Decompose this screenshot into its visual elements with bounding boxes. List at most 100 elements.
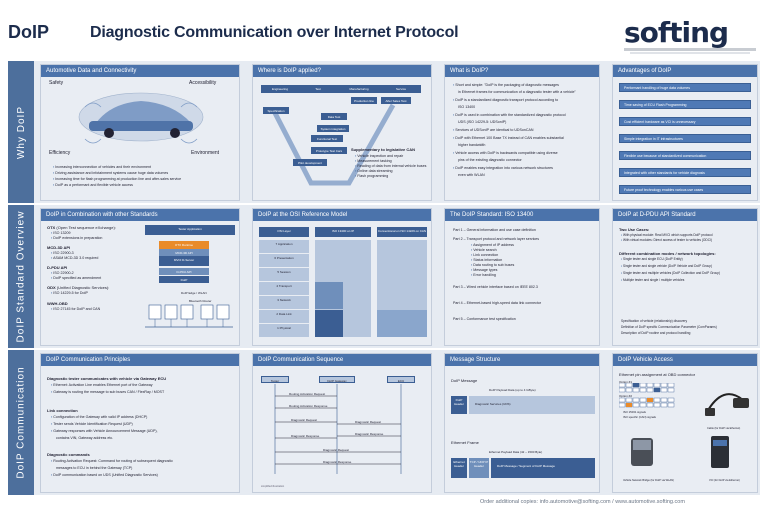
panel-title: DoIP in Combination with other Standards <box>41 209 239 221</box>
actor-tester: Tester <box>261 376 289 383</box>
osi-header-layer: OSI Layer <box>259 227 309 237</box>
msg-diagnostic-response-2: Diagnostic Response <box>291 434 320 438</box>
car-illustration <box>78 92 204 144</box>
label-accessibility: Accessibility <box>189 80 217 86</box>
principle-3-item-2: messages to ECU in behind the Gateway (T… <box>56 466 133 470</box>
principle-3-item-1: Routing Activation Request: Command for … <box>51 459 173 464</box>
footer-order-info: Order additional copies: info.automotive… <box>480 499 685 505</box>
device-bridge-caption: Vehicle Network Bridge (for DoIP via WLA… <box>623 479 674 482</box>
iso-part-1: Part 1 – General information and use cas… <box>453 228 536 232</box>
what-line-11: pins of the existing diagnostic connecto… <box>458 158 522 162</box>
panel-automotive-data: Automotive Data and Connectivity Safety … <box>40 64 240 201</box>
advantage-7: Future proof technology enables various … <box>619 185 751 194</box>
topology-1: Single tester and single ECU (DoIP Entit… <box>621 257 683 262</box>
what-line-8: DoIP with Ethernet 100 Base TX instead o… <box>453 136 564 141</box>
part2-item-7: Error handling <box>471 273 496 278</box>
msg-routing-activation-request: Routing Activation Request <box>289 392 326 396</box>
principle-heading-1: Diagnostic tester communicates with vehi… <box>47 376 167 381</box>
what-line-13: even with WLAN <box>458 173 485 177</box>
group-mcd3d: MCD-3D API <box>47 245 71 250</box>
what-line-9: higher bandwidth <box>458 143 486 147</box>
principle-heading-2: Link connection <box>47 408 78 413</box>
panel-communication-sequence: DoIP Communication Sequence Tester DoIP … <box>252 353 432 493</box>
obd-cable-image <box>705 393 749 416</box>
panel-title: Message Structure <box>445 354 599 366</box>
panel-where-applied: Where is DoIP applied? Engineering Test … <box>252 64 432 201</box>
panel-advantages: Advantages of DoIP Performant handling o… <box>612 64 758 201</box>
panel-communication-principles: DoIP Communication Principles Diagnostic… <box>40 353 240 493</box>
section-why: Why DoIP <box>8 61 34 203</box>
diagram-mcd3d-api: MCD-3D API <box>159 249 209 256</box>
principle-1-item-2: Gateway is routing the message to sub bu… <box>51 390 164 395</box>
label-safety: Safety <box>49 80 64 86</box>
panel-title: The DoIP Standard: ISO 13400 <box>445 209 599 221</box>
otx-item-1: ISO 13209 <box>51 231 70 236</box>
diagram-bluetooth: Bluetooth Router <box>189 299 212 303</box>
advantage-2: Time saving of ECU Flash Programming <box>619 100 751 109</box>
diagram-otx-runtime: OTX Runtime <box>159 241 209 249</box>
topology-2: Single tester and single vehicle (DoIP V… <box>621 264 712 269</box>
group-otx: OTX (Open Test sequence eXchange): <box>47 225 116 230</box>
use-case-1: With physical module: Real MVCI which su… <box>621 233 713 238</box>
ethernet-frame-label: Ethernet Frame <box>451 440 479 445</box>
part2-item-1: Assignment of IP address <box>471 243 514 248</box>
diagram-dpdu-api: D-PDU API <box>159 268 209 275</box>
sequence-lifelines <box>274 384 402 474</box>
advantage-5: Flexible use because of standardized com… <box>619 151 751 160</box>
panel-osi-model: DoIP at the OSI Reference Model OSI Laye… <box>252 208 432 346</box>
support-item-4: Online data streaming <box>355 169 392 174</box>
device-vci-caption: VCI (for DoIP via Ethernet) <box>709 479 740 482</box>
poster-header: DoIP Diagnostic Communication over Inter… <box>0 0 768 58</box>
principle-2-item-4: contains VIN, Gateway address etc. <box>56 436 114 440</box>
box-functional-test: Functional Test <box>311 135 343 142</box>
diagram-doip: DoIP <box>159 276 209 283</box>
panel-what-is-doip: What is DoIP? Short and simple: "DoIP is… <box>444 64 600 201</box>
option-2-label: Option #2 <box>619 394 633 398</box>
msg-diagnostic-response-3: Diagnostic Response <box>323 460 352 464</box>
panel-dpdu-api: DoIP at D-PDU API Standard Two Use Cases… <box>612 208 758 346</box>
what-line-2: in Ethernet frames for communication of … <box>458 90 576 94</box>
what-line-12: DoIP enables easy integration into vario… <box>453 166 553 171</box>
part2-item-5: Data routing to sub buses <box>471 263 514 268</box>
panel-title: DoIP Communication Sequence <box>253 354 431 366</box>
msg-diagnostic-response-1: Diagnostic Response <box>355 432 384 436</box>
footnote-3: Description of DoIP routine and protocol… <box>621 331 691 335</box>
section-why-label: Why DoIP <box>15 105 27 159</box>
support-title: Supplementary to legislative CAN <box>351 147 416 152</box>
use-case-2: With virtual modules: Direct access of t… <box>621 238 712 243</box>
panel-title: DoIP Communication Principles <box>41 354 239 366</box>
otx-item-2: DoIP extensions in preparation <box>51 236 102 241</box>
part2-item-6: Message types <box>471 268 497 273</box>
mcd-item-1: ISO 22900-3 <box>51 251 73 256</box>
box-system-integration: System integration <box>317 125 349 132</box>
legend-iso15031: ISO 15031 signals <box>623 410 646 414</box>
iso-part-3: Part 3 – Wired vehicle interface based o… <box>453 285 538 289</box>
poster-title: Diagnostic Communication over Internet P… <box>90 24 459 41</box>
pin-assignment-title: Ethernet pin assignment at OBD connector <box>619 372 696 377</box>
iso-part-2: Part 2 – Transport protocol and network … <box>453 237 540 241</box>
support-item-2: Measurement tasking <box>355 159 391 164</box>
advantage-4: Simple integration in IT infrastructures <box>619 134 751 143</box>
box-production-line: Production line <box>351 97 377 104</box>
panel-title: Advantages of DoIP <box>613 65 757 77</box>
panel-message-structure: Message Structure DoIP Message DoIP Payl… <box>444 353 600 493</box>
mcd-item-2: ASAM MCD-3D 3.0 required <box>51 256 98 261</box>
advantage-1: Performant handling of huge data volumes <box>619 83 751 92</box>
panel-title: DoIP at the OSI Reference Model <box>253 209 431 221</box>
footnote-1: Specification of vehicle (relationship) … <box>621 319 688 323</box>
panel-title: DoIP Vehicle Access <box>613 354 757 366</box>
v-model-diagram <box>272 103 396 186</box>
box-prototype-test-cars: Prototype Test Cars <box>311 147 347 154</box>
dpdu-item-1: ISO 22900-2 <box>51 271 73 276</box>
principle-2-item-2: Tester sends Vehicle Identification Requ… <box>51 422 133 427</box>
group-odx: ODX (Unified Diagnostic Services): <box>47 285 110 290</box>
panel-title: Automotive Data and Connectivity <box>41 65 239 77</box>
acronym-title: DoIP <box>8 22 50 42</box>
diagram-doip-edge: DoIP Edge / WLAN <box>181 291 207 295</box>
sequence-note: simplified illustration <box>261 485 285 488</box>
part2-item-2: Vehicle search <box>471 248 496 253</box>
osi-layer-6: 6 Presentation <box>259 254 309 267</box>
eth-payload-label: Ethernet Payload Data (42 – 1500 Byte) <box>489 450 543 454</box>
cable-caption: Cable (for DoIP via Ethernet) <box>707 427 741 430</box>
iso-part-5: Part 5 – Conformance test specification <box>453 317 516 321</box>
